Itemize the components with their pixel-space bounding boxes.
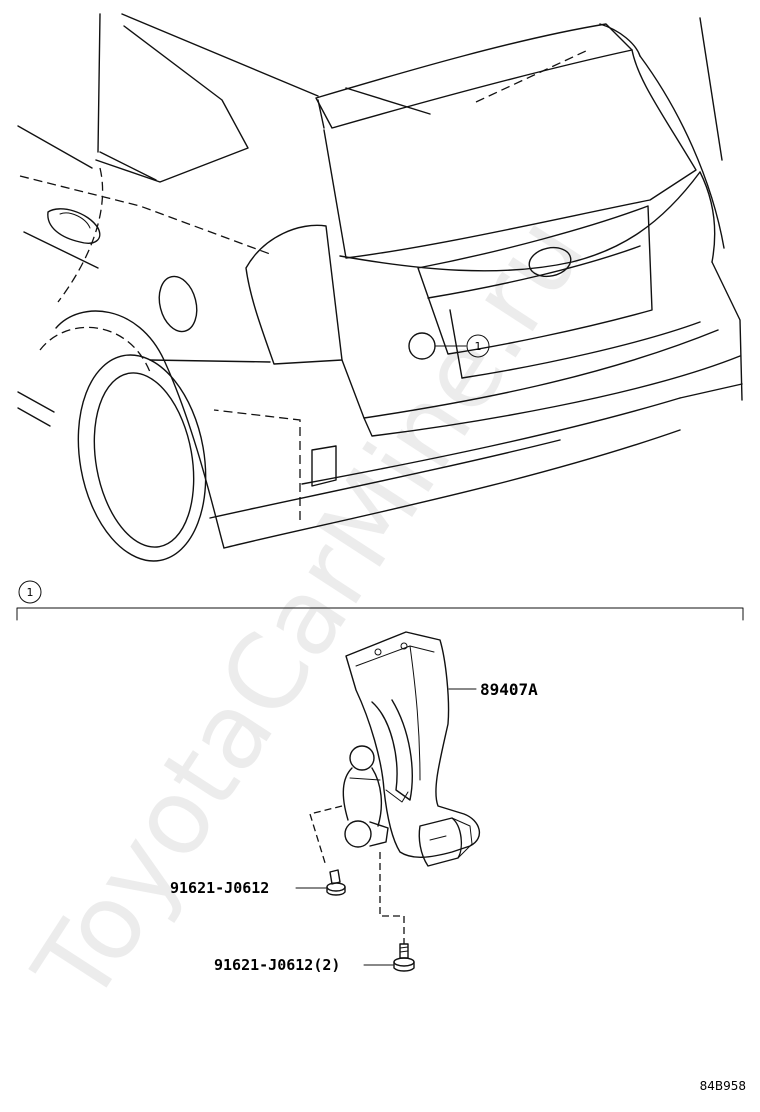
height-control-sensor xyxy=(342,631,481,867)
detail-section-marker: 1 xyxy=(18,580,42,604)
vehicle-rear-illustration xyxy=(17,13,743,562)
part-number-89407A[interactable]: 89407A xyxy=(480,680,538,699)
bolt-single-icon xyxy=(295,869,346,896)
bolt-double-icon xyxy=(363,943,415,972)
svg-text:1: 1 xyxy=(475,340,482,353)
callout-location: 1 xyxy=(466,334,490,358)
watermark: ToyotaCarMine.ru xyxy=(10,195,608,1024)
diagram-code: 84B958 xyxy=(700,1079,746,1093)
installation-guide-lines xyxy=(309,805,405,944)
part-number-bolt-single[interactable]: 91621-J0612 xyxy=(170,879,269,897)
svg-text:1: 1 xyxy=(27,586,34,599)
section-divider xyxy=(16,607,744,621)
part-number-bolt-double[interactable]: 91621-J0612(2) xyxy=(214,956,340,974)
